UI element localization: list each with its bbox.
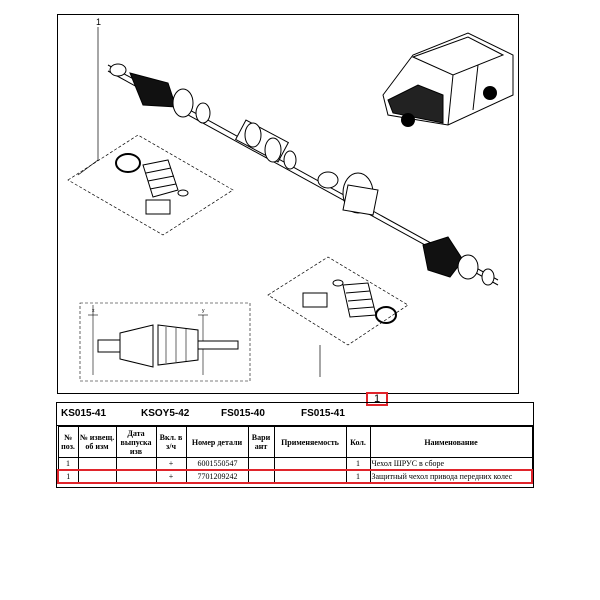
cell-pos: 1 (57, 469, 79, 484)
kit-code-4: FS015-41 (301, 408, 345, 419)
cell-notice (77, 469, 117, 484)
col-header-qty: Кол. (345, 426, 371, 458)
table-row[interactable]: 1 + 6001550547 1 Чехол ШРУС в сборе (57, 457, 533, 471)
parts-diagram: 1 (57, 14, 519, 406)
boot-section-detail: x y (79, 302, 251, 382)
cell-notice (77, 457, 117, 471)
col-header-part: Номер детали (185, 426, 249, 458)
cell-pos: 1 (57, 457, 79, 471)
table-header-row: № поз. № извещ. об изм Дата выпуска изв … (57, 426, 533, 458)
detail-label-x: x (92, 308, 95, 314)
top-callout-label: 1 (96, 17, 101, 27)
cell-part-number: 6001550547 (185, 457, 249, 471)
drive-shaft-drawing: 1 (67, 17, 514, 382)
kit-code-1: KS015-41 (61, 408, 107, 419)
cell-qty: 1 (345, 469, 371, 484)
col-header-notice: № извещ. об изм (77, 426, 117, 458)
car-illustration (382, 32, 514, 127)
cell-name: Защитный чехол привода передних колес (369, 469, 533, 484)
left-boot-kit-panel (67, 134, 234, 236)
col-header-applic: Применяемость (273, 426, 347, 458)
parts-table-panel: KS015-41 KSOY5-42 FS015-40 FS015-41 № по… (56, 402, 534, 488)
cell-date (115, 457, 157, 471)
cell-qty: 1 (345, 457, 371, 471)
cell-applic (273, 469, 347, 484)
kit-code-3: FS015-40 (221, 408, 265, 419)
cell-incl: + (155, 469, 187, 484)
cell-variant (247, 469, 275, 484)
table-row-highlighted[interactable]: 1 + 7701209242 1 Защитный чехол привода … (57, 469, 533, 484)
parts-table: № поз. № извещ. об изм Дата выпуска изв … (57, 426, 533, 484)
cell-part-number: 7701209242 (185, 469, 249, 484)
table-footer (57, 484, 533, 487)
detail-label-y: y (202, 308, 205, 314)
col-header-incl: Вкл. в з/ч (155, 426, 187, 458)
cell-variant (247, 457, 275, 471)
callout-number: 1 (373, 393, 381, 405)
cell-date (115, 469, 157, 484)
col-header-name: Наименование (369, 426, 533, 458)
right-boot-kit-panel (267, 256, 409, 346)
kit-codes-bar: KS015-41 KSOY5-42 FS015-40 FS015-41 (57, 403, 533, 426)
kit-code-2: KSOY5-42 (141, 408, 190, 419)
col-header-date: Дата выпуска изв (115, 426, 157, 458)
cell-applic (273, 457, 347, 471)
cell-name: Чехол ШРУС в сборе (369, 457, 533, 471)
cell-incl: + (155, 457, 187, 471)
col-header-variant: Вари ант (247, 426, 275, 458)
col-header-pos: № поз. (57, 426, 79, 458)
drive-shaft (107, 63, 499, 286)
